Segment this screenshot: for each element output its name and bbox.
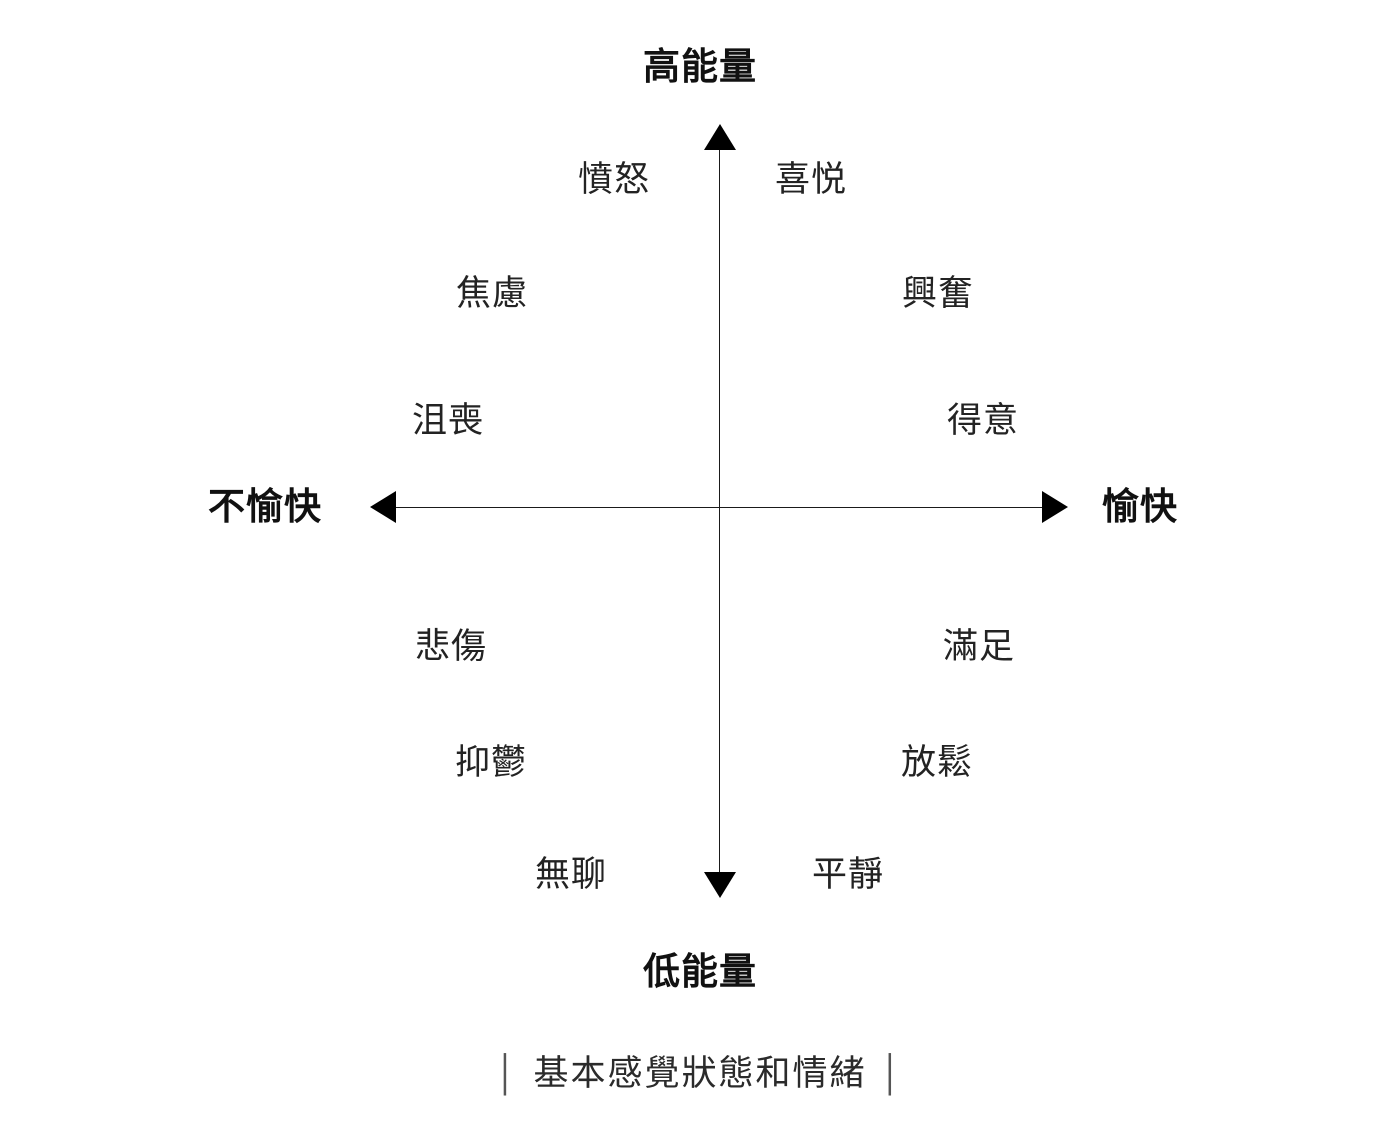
emotion-label-depression: 抑鬱 — [455, 743, 528, 782]
axis-label-pleasant: 愉快 — [1102, 486, 1178, 527]
vertical-axis-line — [719, 138, 720, 886]
emotion-label-boredom: 無聊 — [535, 855, 608, 894]
emotion-label-excitement: 興奮 — [902, 274, 975, 313]
horizontal-axis-line — [385, 507, 1053, 508]
axis-label-high-energy: 高能量 — [643, 46, 757, 87]
emotion-label-dejection: 沮喪 — [412, 401, 485, 440]
arrow-up-icon — [704, 124, 736, 150]
arrow-right-icon — [1042, 491, 1068, 523]
arrow-down-icon — [704, 872, 736, 898]
emotion-label-calm: 平靜 — [812, 855, 885, 894]
emotion-label-relaxation: 放鬆 — [901, 743, 974, 782]
emotion-label-pride: 得意 — [947, 401, 1020, 440]
caption-bar-right-icon: │ — [880, 1054, 905, 1093]
caption-bar-left-icon: │ — [495, 1054, 520, 1093]
emotion-label-anger: 憤怒 — [578, 160, 651, 199]
figure-caption: │ 基本感覺狀態和情緒 │ — [0, 1056, 1400, 1091]
emotion-label-sadness: 悲傷 — [415, 627, 488, 666]
caption-text: 基本感覺狀態和情緒 — [533, 1054, 867, 1093]
axis-label-unpleasant: 不愉快 — [208, 486, 322, 527]
emotion-label-anxiety: 焦慮 — [456, 274, 529, 313]
emotion-label-contentment: 滿足 — [943, 627, 1016, 666]
emotion-label-joy: 喜悦 — [775, 160, 848, 199]
axis-label-low-energy: 低能量 — [643, 951, 757, 992]
arrow-left-icon — [370, 491, 396, 523]
